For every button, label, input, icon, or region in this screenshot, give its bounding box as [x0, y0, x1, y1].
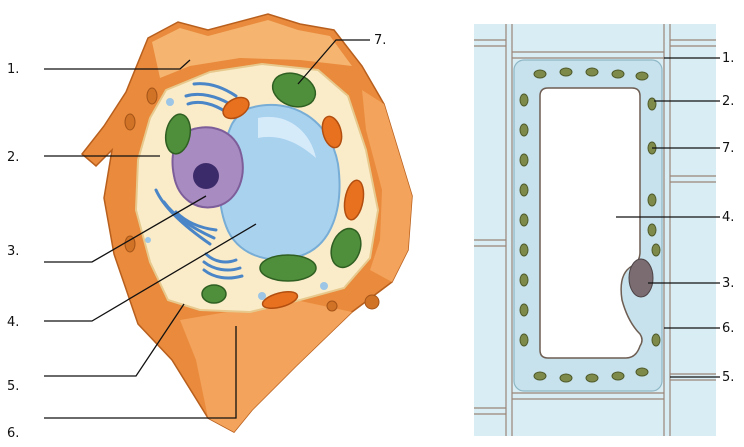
right-label-5: 5.	[722, 370, 734, 385]
right-label-3: 3.	[722, 276, 734, 291]
left-label-5: 5.	[7, 379, 19, 394]
right-leader-lines	[616, 57, 720, 378]
vesicles	[145, 98, 328, 300]
left-leader-lines	[44, 39, 370, 419]
plasmodesmata	[124, 87, 380, 312]
right-label-6: 6.	[722, 321, 734, 336]
leader-left-4	[44, 223, 257, 322]
right-label-7: 7.	[722, 141, 734, 156]
nucleolus	[193, 163, 219, 189]
right-label-4: 4.	[722, 210, 734, 225]
vacuole-shine	[258, 116, 316, 158]
cell-walls	[474, 24, 716, 436]
plant-cell-2d	[474, 24, 716, 436]
cell-wall-right-face	[362, 90, 412, 282]
left-label-1: 1.	[7, 62, 19, 77]
left-label-6: 6.	[7, 426, 19, 441]
leader-left-1	[44, 59, 191, 70]
left-label-4: 4.	[7, 315, 19, 330]
plant-cell-3d	[80, 13, 413, 433]
cell-wall-bottom-face	[180, 300, 352, 432]
mitochondria	[222, 96, 365, 309]
cell-wall-top-face	[152, 20, 352, 78]
golgi-apparatus	[202, 252, 244, 280]
plant-vacuole	[539, 87, 643, 359]
leader-left-3	[44, 195, 207, 263]
leader-left-5	[44, 303, 185, 377]
chloroplasts	[164, 72, 362, 304]
left-label-3: 3.	[7, 244, 19, 259]
right-label-1: 1.	[722, 51, 734, 66]
endoplasmic-reticulum	[154, 82, 238, 246]
leader-left-7	[297, 39, 370, 85]
left-label-7: 7.	[374, 33, 386, 48]
plant-nucleus	[628, 258, 654, 298]
left-label-2: 2.	[7, 150, 19, 165]
right-label-2: 2.	[722, 94, 734, 109]
leader-left-6	[44, 326, 237, 419]
